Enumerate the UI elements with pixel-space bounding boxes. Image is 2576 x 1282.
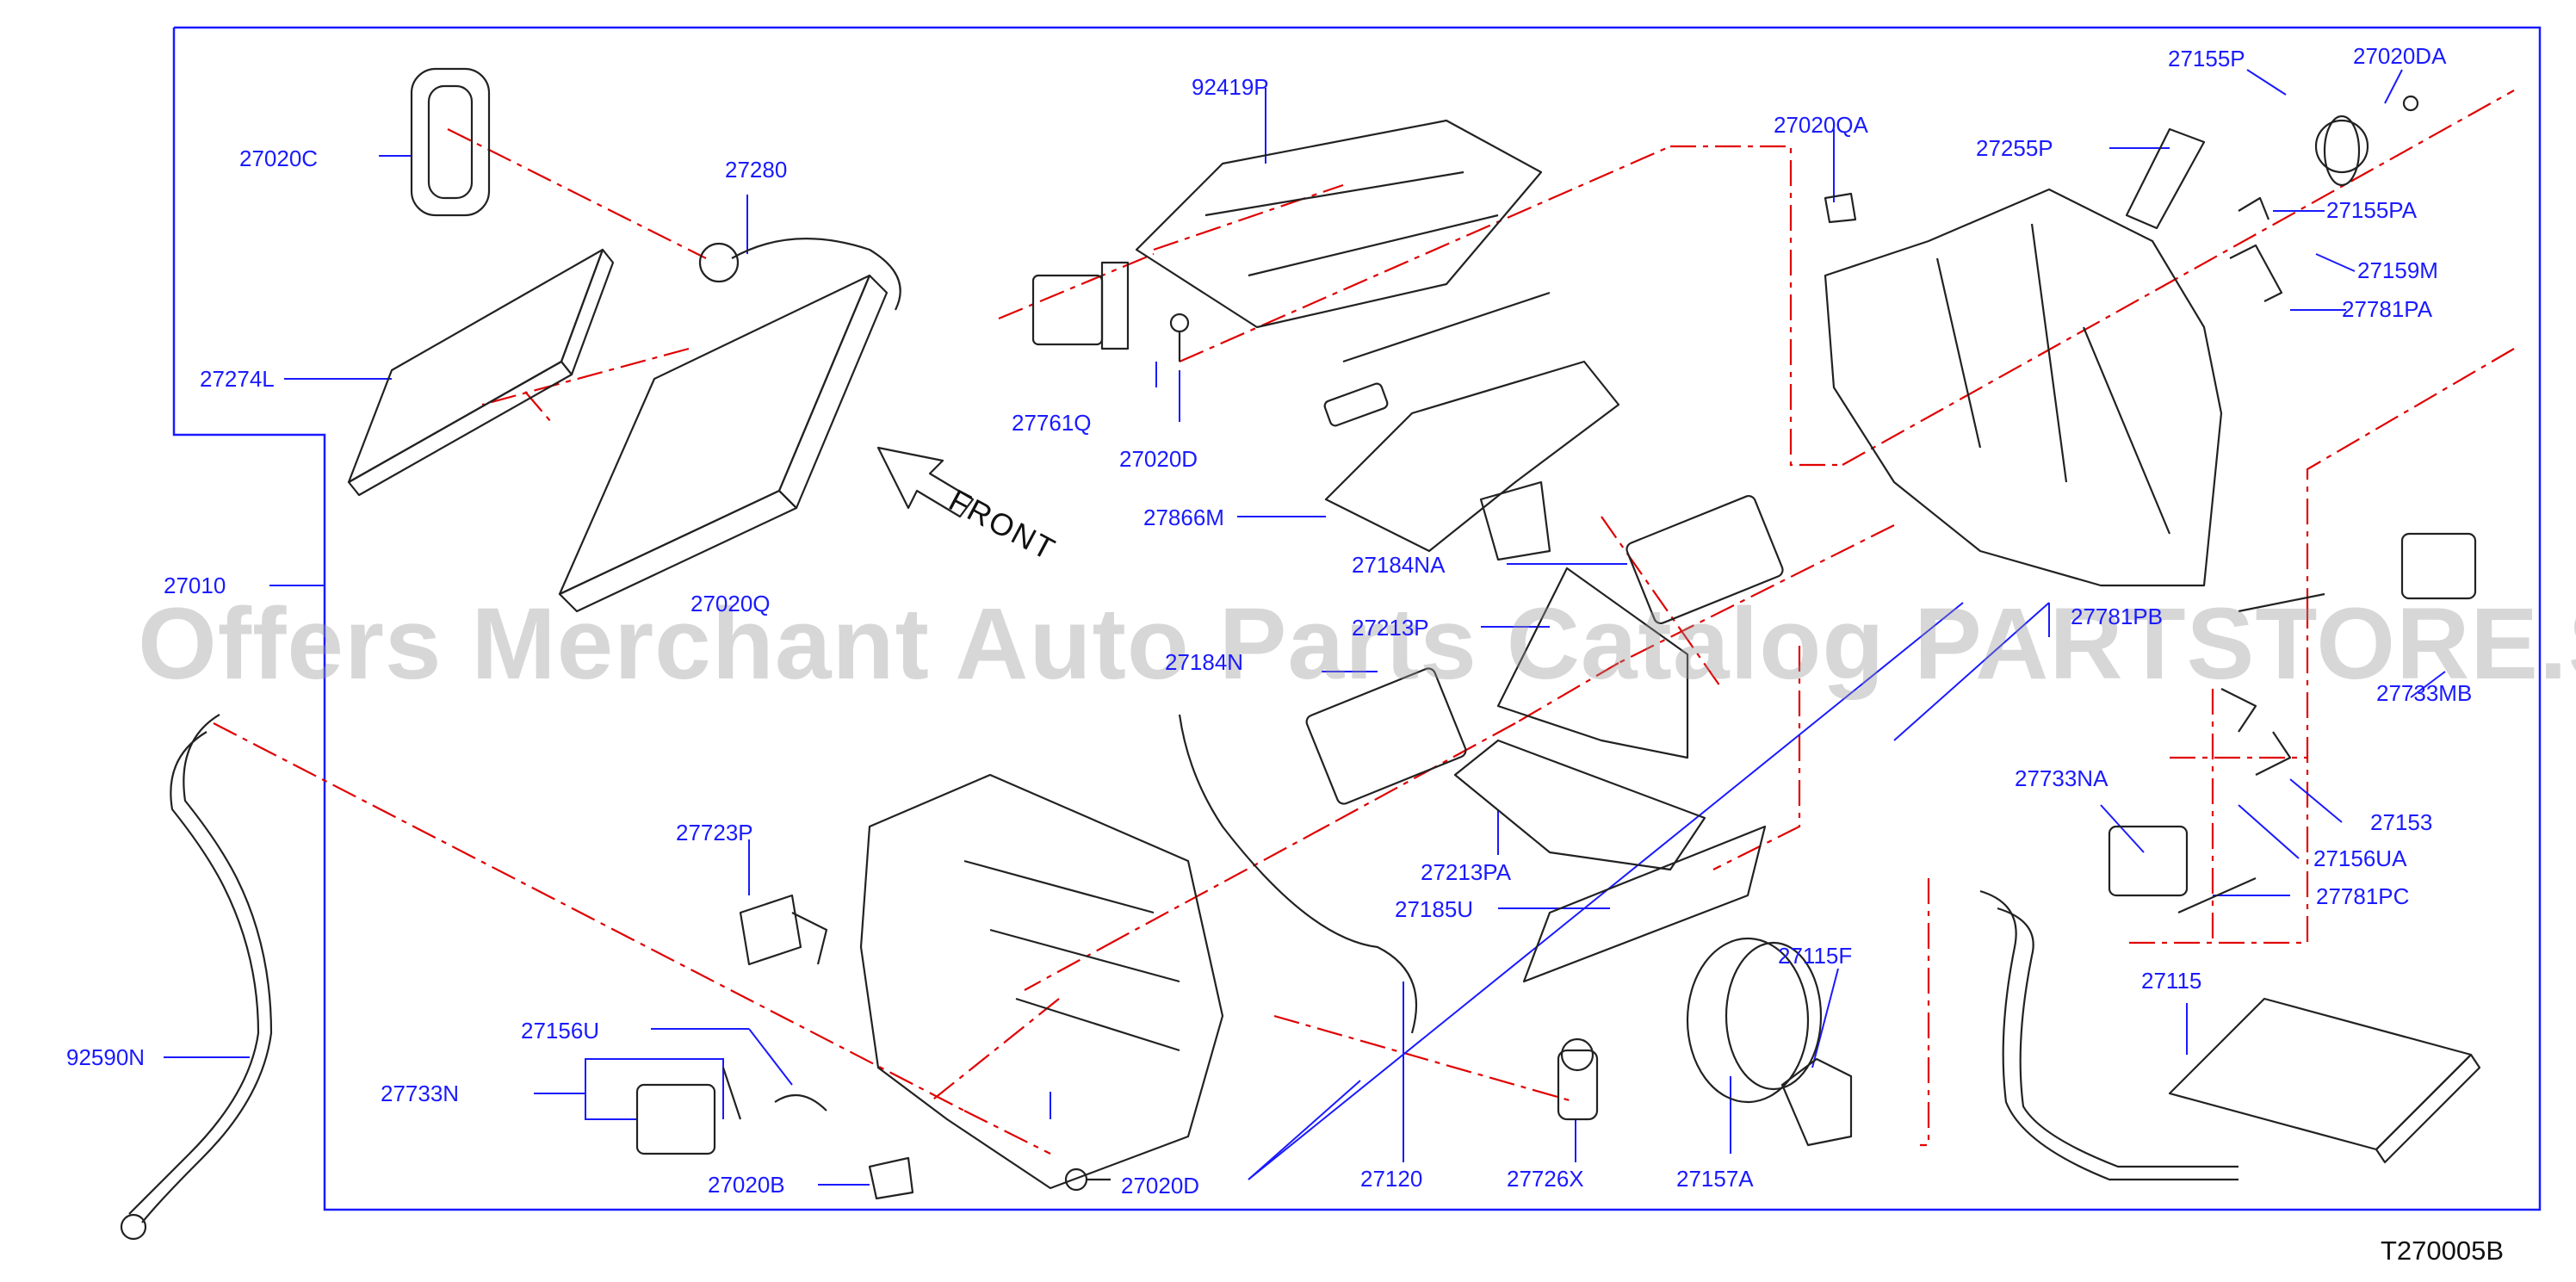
part-label[interactable]: 27213PA <box>1421 859 1512 885</box>
part-label[interactable]: 27020B <box>708 1172 785 1198</box>
part-label[interactable]: 27726X <box>1507 1166 1584 1192</box>
part-label[interactable]: 27723P <box>676 820 753 845</box>
part-label[interactable]: 27781PA <box>2342 296 2433 322</box>
part-label[interactable]: 27120 <box>1360 1166 1423 1192</box>
part-label[interactable]: 27155PA <box>2326 197 2418 223</box>
part-label[interactable]: 27115F <box>1778 943 1853 969</box>
part-label[interactable]: 27159M <box>2357 257 2438 283</box>
part-label[interactable]: 27866M <box>1143 505 1224 530</box>
frame-lines <box>172 26 2542 1211</box>
part-label[interactable]: 27733NA <box>2015 765 2108 791</box>
part-label[interactable]: 27020QA <box>1774 112 1868 138</box>
part-label[interactable]: 27761Q <box>1012 410 1092 436</box>
part-drawings <box>120 67 2481 1241</box>
part-label[interactable]: 27733N <box>381 1081 460 1106</box>
part-label[interactable]: 27781PC <box>2316 883 2410 909</box>
part-label[interactable]: 27274L <box>200 366 275 392</box>
part-label[interactable]: 92419P <box>1192 74 1269 100</box>
part-label[interactable]: 27020D <box>1121 1173 1200 1198</box>
watermark-text: Offers Merchant Auto Parts Catalog PARTS… <box>138 587 2576 701</box>
part-label[interactable]: 27184N <box>1165 649 1244 675</box>
part-label[interactable]: 27153 <box>2370 809 2433 835</box>
part-label[interactable]: 92590N <box>66 1044 146 1070</box>
part-label[interactable]: 27280 <box>725 157 788 183</box>
diagram-code: T270005B <box>2381 1236 2505 1266</box>
part-label[interactable]: 27010 <box>164 573 226 598</box>
part-label[interactable]: 27020C <box>239 146 319 171</box>
part-label[interactable]: 27020D <box>1119 446 1198 472</box>
part-label[interactable]: 27185U <box>1395 896 1474 922</box>
part-label[interactable]: 27733MB <box>2376 680 2473 706</box>
part-label[interactable]: 27255P <box>1976 135 2053 161</box>
part-label[interactable]: 27156U <box>521 1018 600 1044</box>
part-label[interactable]: 27115 <box>2141 968 2202 994</box>
part-label[interactable]: 27155P <box>2168 46 2245 71</box>
part-label[interactable]: 27020DA <box>2353 43 2447 69</box>
part-label[interactable]: 27157A <box>1676 1166 1754 1192</box>
part-label[interactable]: 27020Q <box>690 591 771 616</box>
part-label[interactable]: 27156UA <box>2313 845 2407 871</box>
part-label[interactable]: 27781PB <box>2071 604 2163 629</box>
part-label[interactable]: 27213P <box>1352 615 1429 641</box>
part-label[interactable]: 27184NA <box>1352 552 1446 578</box>
